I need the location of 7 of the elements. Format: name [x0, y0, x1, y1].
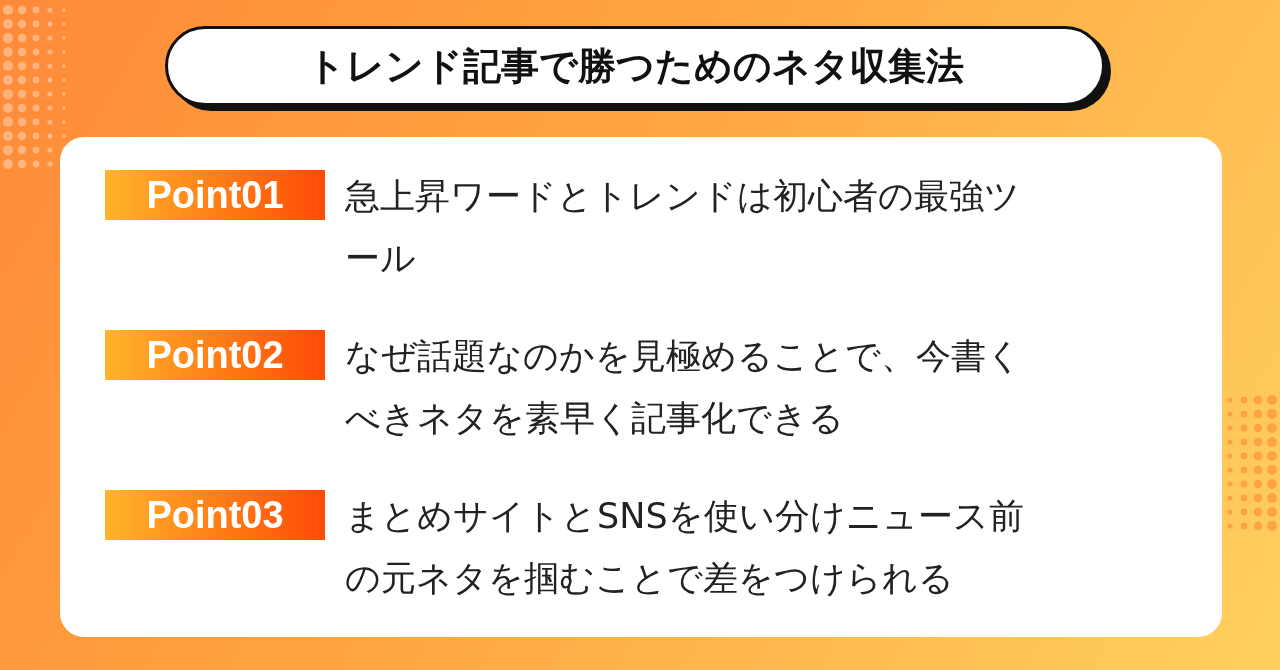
point-badge: Point03: [105, 490, 325, 540]
point-badge: Point02: [105, 330, 325, 380]
content-card: [60, 137, 1222, 637]
point-text: 急上昇ワードとトレンドは初心者の最強ツール: [345, 175, 1021, 280]
point-text: まとめサイトとSNSを使い分けニュース前の元ネタを掴むことで差をつけられる: [345, 495, 1025, 600]
point-badge: Point01: [105, 170, 325, 220]
point-text: なぜ話題なのかを見極めることで、今書くべきネタを素早く記事化できる: [345, 335, 1023, 440]
